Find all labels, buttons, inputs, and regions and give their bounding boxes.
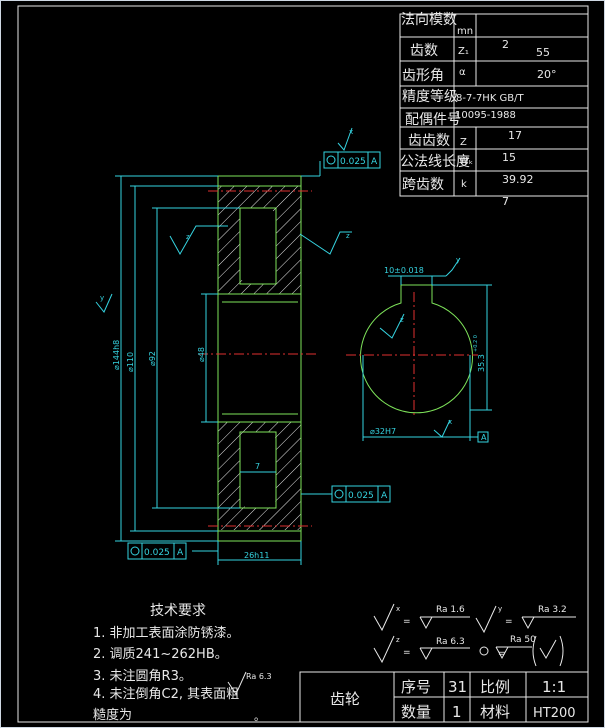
scale-value: 1:1 (542, 678, 566, 696)
hub-end-view: 10±0.018 ⌀32H7 35.3 +0.2 0 A z y x (346, 256, 492, 443)
param-value-5: 17 (508, 129, 522, 142)
dim-48: ⌀48 (197, 347, 206, 362)
gear-section (198, 175, 318, 542)
tech-req-item-2: 3. 未注圆角R3。 (93, 669, 192, 684)
legend-eq3: = (403, 648, 411, 658)
dim-keydepth: 35.3 (477, 354, 486, 372)
legend-z: z (396, 636, 400, 644)
qty-label: 数量 (401, 703, 431, 721)
param-name-6: 公法线长度 (400, 154, 470, 170)
param-name-0: 法向模数 (401, 12, 457, 28)
datum-a: A (481, 433, 487, 442)
param-value2-2: 20° (537, 68, 557, 81)
param-name-7: 跨齿数 (402, 177, 444, 193)
param-value-3: 8-7-7HK GB/T (456, 93, 525, 104)
param-value-6: 15 (502, 151, 516, 164)
seq-value: 31 (448, 678, 467, 696)
tech-req-item-3: 4. 未注倒角C2, 其表面粗 (93, 687, 239, 702)
tol-top-datum: A (371, 157, 378, 167)
tech-req-ra63: Ra 6.3 (246, 672, 272, 681)
legend-ra32: Ra 3.2 (538, 605, 567, 615)
dimension-lines (95, 161, 352, 565)
rough-label-keyway: y (456, 256, 460, 264)
legend-ra63: Ra 6.3 (436, 637, 465, 647)
rough-label-right: z (346, 232, 350, 240)
param-footnote: 7 (502, 195, 509, 208)
tolerance-frame-top: 0.025 A (323, 127, 381, 169)
legend-ra16: Ra 1.6 (436, 605, 465, 615)
legend-eq4: = (498, 649, 506, 659)
tech-requirements: 技术要求 1. 非加工表面涂防锈漆。 2. 调质241~262HB。 3. 未注… (93, 603, 272, 723)
title-block (299, 671, 589, 723)
tol-bottom-value: 0.025 (144, 548, 170, 558)
param-name-4: 配偶件号 (405, 112, 461, 128)
rough-label-bore: z (400, 316, 404, 324)
tech-req-item-4: 糙度为 (93, 707, 132, 723)
param-name-3: 精度等级 (402, 88, 458, 105)
dim-keytol: +0.2 0 (473, 335, 479, 352)
seq-label: 序号 (401, 678, 431, 696)
tech-req-title: 技术要求 (150, 603, 206, 619)
params-table (399, 13, 589, 197)
tech-req-dot: 。 (254, 710, 265, 723)
rough-label-top: x (349, 128, 353, 136)
param-value-4: 10095-1988 (455, 110, 516, 121)
legend-eq2: = (505, 617, 513, 627)
tol-right-value: 0.025 (348, 491, 374, 501)
dimension-text: ⌀144h8 ⌀110 ⌀92 ⌀48 26h11 7 z z y x (100, 128, 353, 560)
material-label: 材料 (480, 703, 510, 721)
dim-bore: ⌀32H7 (370, 427, 396, 436)
param-symbol-1: Z₁ (458, 46, 469, 57)
rough-label-od: y (100, 294, 104, 302)
param-symbol-0: mn (457, 26, 473, 37)
tol-bottom-datum: A (177, 548, 184, 558)
material-value: HT200 (533, 706, 576, 721)
tech-req-item-0: 1. 非加工表面涂防锈漆。 (93, 625, 240, 641)
legend-ra50: Ra 50 (510, 635, 536, 645)
roughness-legend-text: x = Ra 1.6 y = Ra 3.2 z = Ra 6.3 = Ra 50 (396, 605, 567, 659)
param-name-2: 齿形角 (402, 68, 444, 84)
param-symbol-6: Wₖ (459, 156, 473, 167)
legend-y: y (498, 605, 502, 613)
scale-label: 比例 (480, 678, 510, 696)
param-symbol-7: k (461, 179, 467, 190)
dim-width: 26h11 (244, 551, 269, 560)
param-name-1: 齿数 (410, 43, 438, 59)
param-name-5: 齿齿数 (408, 133, 450, 149)
param-symbol-5: Z (460, 137, 467, 148)
tol-top-value: 0.025 (340, 157, 366, 167)
param-value-0: 2 (502, 38, 509, 51)
tol-right-datum: A (381, 491, 388, 501)
title-block-text: 齿轮 序号 31 比例 1:1 数量 1 材料 HT200 (330, 678, 576, 721)
legend-eq1: = (403, 617, 411, 627)
rough-label-bore2: x (448, 418, 452, 426)
roughness-legend (373, 603, 576, 667)
legend-x: x (396, 605, 400, 613)
dim-od: ⌀144h8 (112, 340, 121, 370)
param-symbol-2: α (459, 67, 466, 78)
param-value-7: 39.92 (502, 173, 534, 186)
dim-web: 7 (255, 462, 260, 471)
param-value2-1: 55 (536, 46, 550, 59)
tech-req-item-1: 2. 调质241~262HB。 (93, 647, 228, 662)
dim-110: ⌀110 (126, 352, 135, 372)
part-name: 齿轮 (330, 690, 360, 708)
qty-value: 1 (452, 703, 462, 721)
tolerance-frame-right: 0.025 A (331, 485, 391, 503)
dim-keyway: 10±0.018 (384, 266, 424, 275)
rough-label-left: z (186, 233, 190, 241)
dim-92: ⌀92 (148, 351, 157, 366)
params-table-text: 法向模数 mn 2 齿数 Z₁ 55 齿形角 α 20° 精度等级 8-7-7H… (400, 12, 557, 208)
tolerance-frame-bottom: 0.025 A (127, 542, 187, 560)
